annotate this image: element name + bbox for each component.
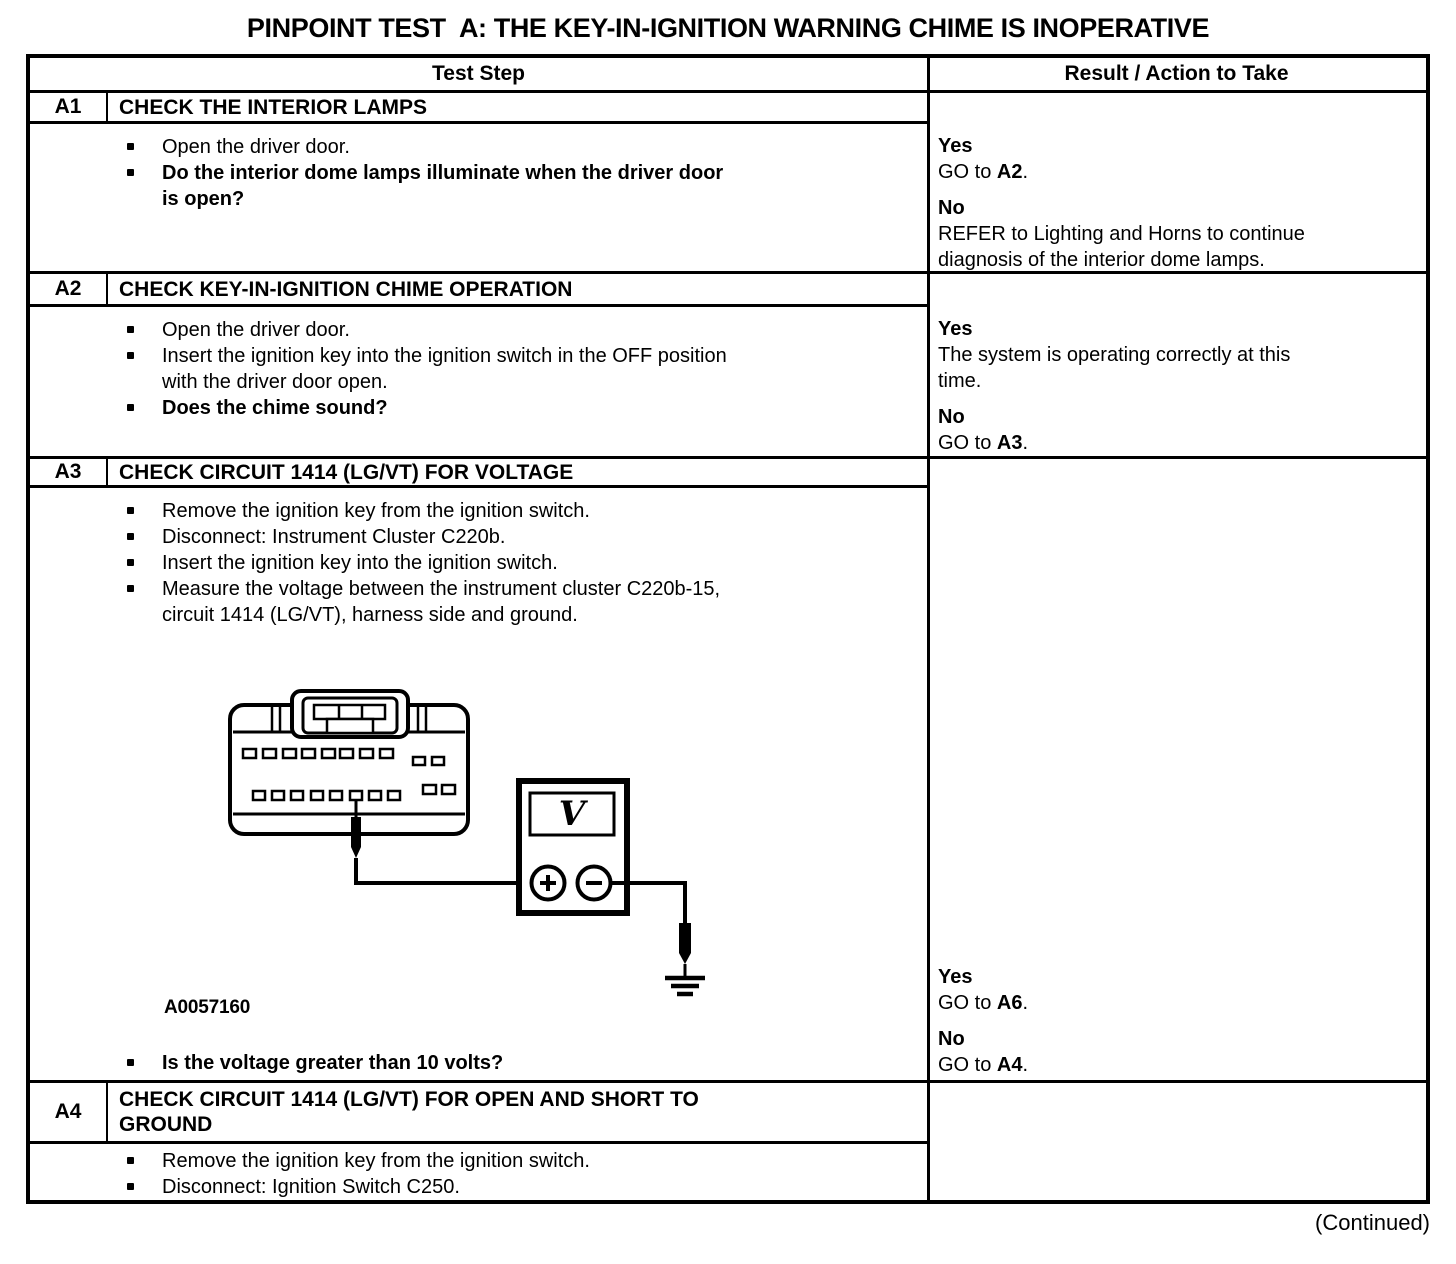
step-id: A1 [30,93,108,121]
pinpoint-test-table: Test Step Result / Action to Take A1 CHE… [26,54,1430,1204]
step-title: CHECK CIRCUIT 1414 (LG/VT) FOR OPEN AND … [119,1088,699,1136]
list-item: Remove the ignition key from the ignitio… [30,498,927,524]
step-body-a2: Open the driver door. Insert the ignitio… [30,307,927,456]
list-item: Open the driver door. [30,317,927,343]
result-cell-a1: Yes GO to A2. No REFER to Lighting and H… [930,93,1426,271]
voltmeter-display: V [559,794,589,834]
step-header-a2: A2 CHECK KEY-IN-IGNITION CHIME OPERATION [30,274,927,307]
list-item: Do the interior dome lamps illuminate wh… [30,160,927,212]
result-cell-a3: Yes GO to A6. No GO to A4. [930,459,1426,1080]
step-body-a1: Open the driver door. Do the interior do… [30,124,927,271]
result-action: GO to A2. [938,161,1029,183]
result-cell-a2: Yes The system is operating correctly at… [930,274,1426,456]
bullet-icon [127,404,134,411]
result-yes: Yes GO to A2. [938,133,1420,185]
step-header-a4: A4 CHECK CIRCUIT 1414 (LG/VT) FOR OPEN A… [30,1083,927,1144]
bullet-icon [127,533,134,540]
step-id: A2 [30,274,108,304]
bullet-icon [127,143,134,150]
bullet-icon [127,1183,134,1190]
step-body-a4: Remove the ignition key from the ignitio… [30,1144,927,1200]
list-item: Is the voltage greater than 10 volts? [30,1050,927,1076]
column-header-test-step: Test Step [30,58,930,90]
result-action: GO to A6. [938,992,1029,1014]
bullet-icon [127,352,134,359]
step-body-a3: Remove the ignition key from the ignitio… [30,488,927,1080]
table-row-a4: A4 CHECK CIRCUIT 1414 (LG/VT) FOR OPEN A… [30,1080,1426,1200]
list-item: Insert the ignition key into the ignitio… [30,343,927,395]
result-answer: No [938,1028,965,1050]
result-answer: Yes [938,318,973,340]
bullet-icon [127,507,134,514]
step-title: CHECK KEY-IN-IGNITION CHIME OPERATION [119,277,573,301]
result-yes: Yes GO to A6. [938,964,1420,1016]
connector-c220b [228,689,470,836]
result-answer: Yes [938,135,973,157]
step-header-a1: A1 CHECK THE INTERIOR LAMPS [30,93,927,124]
result-no: No REFER to Lighting and Horns to contin… [938,195,1420,273]
result-answer: No [938,406,965,428]
page-title: PINPOINT TEST A: THE KEY-IN-IGNITION WAR… [246,13,1210,43]
ground-lead [610,881,705,997]
result-answer: No [938,197,965,219]
continued-note: (Continued) [1315,1210,1430,1235]
column-header-result: Result / Action to Take [1064,62,1289,85]
voltmeter: V [516,778,630,916]
result-action: GO to A3. [938,432,1029,454]
bullet-icon [127,326,134,333]
table-row-a1: A1 CHECK THE INTERIOR LAMPS Open the dri… [30,90,1426,271]
list-item: Measure the voltage between the instrume… [30,576,927,628]
step-id: A4 [30,1083,108,1141]
bullet-icon [127,1157,134,1164]
result-answer: Yes [938,966,973,988]
ground-symbol-icon [665,975,705,997]
list-item: Remove the ignition key from the ignitio… [30,1148,927,1174]
list-item: Open the driver door. [30,134,927,160]
result-no: No GO to A4. [938,1026,1420,1078]
list-item: Does the chime sound? [30,395,927,421]
result-yes: Yes The system is operating correctly at… [938,316,1420,394]
result-cell-a4 [930,1083,1426,1200]
list-item: Insert the ignition key into the ignitio… [30,550,927,576]
step-header-a3: A3 CHECK CIRCUIT 1414 (LG/VT) FOR VOLTAG… [30,459,927,488]
bullet-icon [127,585,134,592]
voltage-test-figure: V [228,689,705,997]
result-no: No GO to A3. [938,404,1420,456]
bullet-icon [127,169,134,176]
plus-terminal-icon [529,864,567,902]
step-title: CHECK CIRCUIT 1414 (LG/VT) FOR VOLTAGE [119,460,574,484]
list-item: Disconnect: Instrument Cluster C220b. [30,524,927,550]
bullet-icon [127,1059,134,1066]
table-row-a3: A3 CHECK CIRCUIT 1414 (LG/VT) FOR VOLTAG… [30,456,1426,1080]
result-action: The system is operating correctly at thi… [938,344,1291,392]
table-header-row: Test Step Result / Action to Take [30,58,1426,90]
step-title: CHECK THE INTERIOR LAMPS [119,95,428,119]
bullet-icon [127,559,134,566]
step-id: A3 [30,459,108,485]
positive-test-probe [351,800,531,885]
minus-terminal-icon [575,864,613,902]
table-row-a2: A2 CHECK KEY-IN-IGNITION CHIME OPERATION… [30,271,1426,456]
result-action: REFER to Lighting and Horns to continue … [938,223,1305,271]
result-action: GO to A4. [938,1054,1029,1076]
figure-id-label: A0057160 [164,997,251,1018]
list-item: Disconnect: Ignition Switch C250. [30,1174,927,1200]
